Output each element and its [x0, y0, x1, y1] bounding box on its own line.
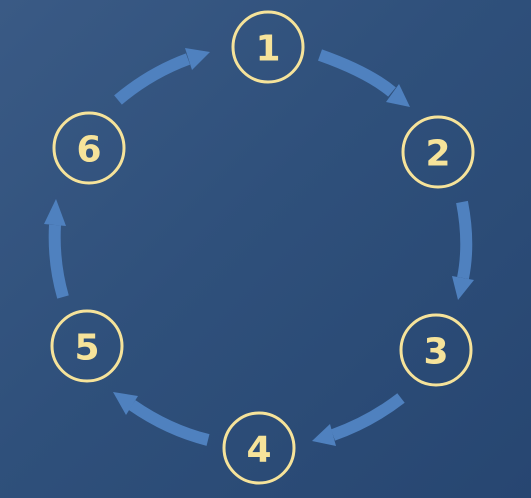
arrow-4-to-5	[113, 392, 210, 446]
step-label: 1	[255, 29, 280, 70]
step-circle	[401, 115, 475, 189]
step-label: 6	[76, 130, 101, 171]
step-node-3: 3	[399, 313, 473, 387]
step-circle	[222, 411, 296, 485]
step-label: 3	[423, 332, 448, 373]
arrow-3-to-4	[312, 393, 405, 446]
step-node-4: 4	[222, 411, 296, 485]
step-label: 4	[246, 430, 271, 471]
step-circle	[399, 313, 473, 387]
arrow-1-to-2	[317, 49, 410, 107]
arrow-5-to-6	[44, 199, 69, 299]
step-circle	[231, 10, 305, 84]
step-label: 2	[425, 134, 450, 175]
step-node-2: 2	[401, 115, 475, 189]
step-label: 5	[74, 328, 99, 369]
step-node-6: 6	[52, 111, 126, 185]
step-circle	[52, 111, 126, 185]
arrow-2-to-3	[452, 200, 474, 300]
step-node-1: 1	[231, 10, 305, 84]
step-circle	[50, 309, 124, 383]
arrow-6-to-1	[114, 48, 210, 105]
step-node-5: 5	[50, 309, 124, 383]
